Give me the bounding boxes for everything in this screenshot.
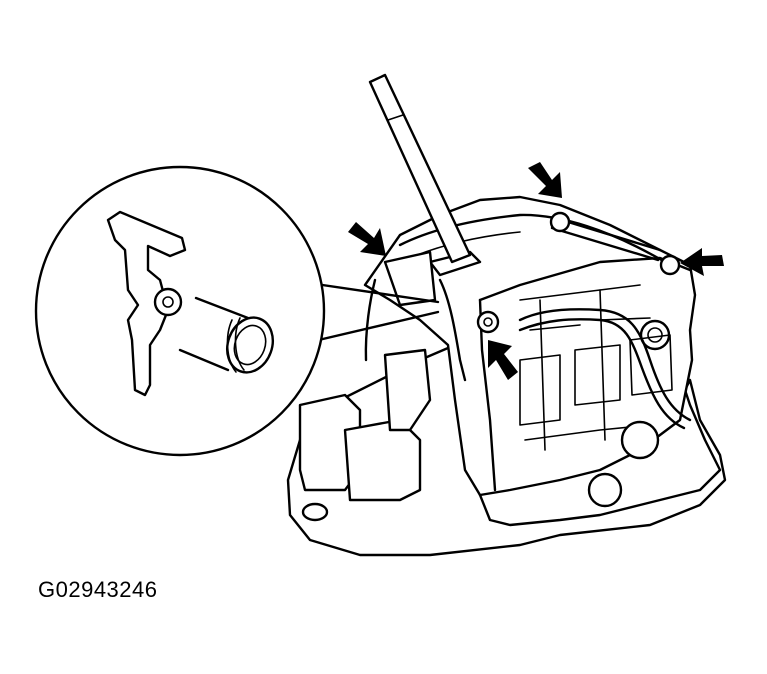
arrow-icon-top bbox=[528, 162, 562, 198]
arrow-icon-lower bbox=[488, 340, 518, 380]
arrow-icon-left bbox=[348, 222, 386, 256]
shift-lever-housing bbox=[286, 195, 727, 557]
arrow-icon-right bbox=[680, 248, 724, 276]
callout-leader bbox=[300, 280, 440, 344]
detail-inset bbox=[34, 165, 326, 457]
shift-lever-rod bbox=[368, 73, 472, 264]
figure-code: G02943246 bbox=[38, 577, 158, 602]
